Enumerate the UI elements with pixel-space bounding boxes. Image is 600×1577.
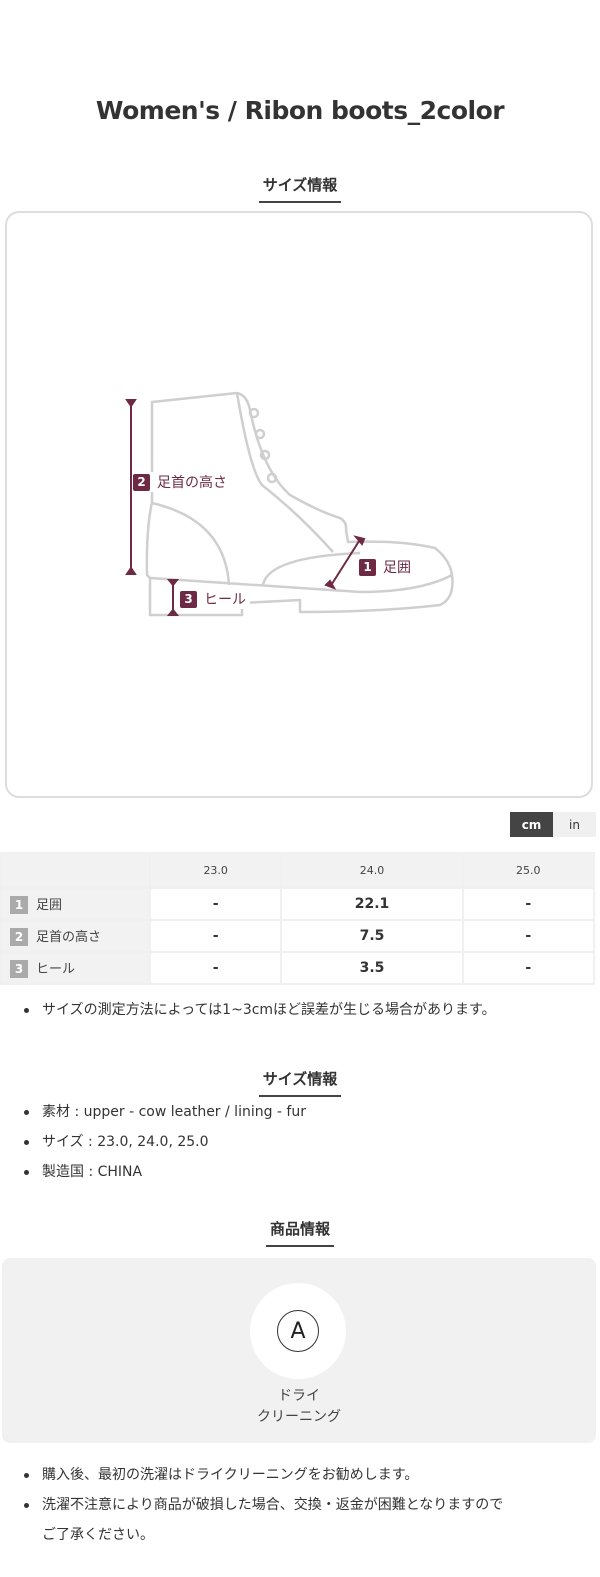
table-cell: - [148, 951, 283, 985]
list-item-continuation: ご了承ください。 [42, 1527, 154, 1543]
row-number-badge: 3 [10, 960, 28, 978]
page-title: Women's / Ribon boots_2color [95, 96, 505, 125]
size-note-list: サイズの測定方法によっては1~3cmほど誤差が生じる場合があります。 [22, 995, 496, 1025]
table-row: 2 足首の高さ - 7.5 - [0, 919, 596, 953]
product-section-heading: 商品情報 [0, 1218, 600, 1247]
table-cell: - [461, 887, 596, 921]
care-symbol-circle: A [250, 1283, 346, 1379]
list-item: サイズ : 23.0, 24.0, 25.0 [22, 1127, 306, 1157]
table-header-row: 23.0 24.0 25.0 [0, 852, 596, 889]
care-label: ドライ クリーニング [257, 1388, 341, 1425]
table-row: 1 足囲 - 22.1 - [0, 887, 596, 921]
table-cell: 3.5 [280, 951, 464, 985]
table-cell: - [461, 951, 596, 985]
table-cell: 7.5 [280, 919, 464, 953]
dry-clean-icon: A [277, 1310, 319, 1352]
table-cell: - [148, 919, 283, 953]
row-label: 足囲 [36, 898, 63, 913]
list-item: 素材 : upper - cow leather / lining - fur [22, 1097, 306, 1127]
size-table: 23.0 24.0 25.0 1 足囲 - 22.1 - 2 足首の高さ - 7.5… [0, 852, 596, 985]
unit-toggle: cm in [510, 812, 596, 837]
unit-cm-button[interactable]: cm [510, 812, 553, 837]
info-list: 素材 : upper - cow leather / lining - fur … [22, 1097, 306, 1187]
table-cell: - [461, 919, 596, 953]
row-number-badge: 2 [10, 928, 28, 946]
size-diagram [5, 211, 593, 798]
row-number-badge: 1 [10, 896, 28, 914]
list-item: 製造国 : CHINA [22, 1157, 306, 1187]
product-notes-list: 購入後、最初の洗濯はドライクリーニングをお勧めします。 洗濯不注意により商品が破… [22, 1460, 503, 1550]
column-header: 24.0 [280, 852, 464, 889]
info-section-heading: サイズ情報 [0, 1068, 600, 1097]
boot-illustration [125, 391, 454, 617]
table-cell: - [148, 887, 283, 921]
unit-in-button[interactable]: in [553, 812, 596, 837]
list-item: 購入後、最初の洗濯はドライクリーニングをお勧めします。 [22, 1460, 503, 1490]
list-item: サイズの測定方法によっては1~3cmほど誤差が生じる場合があります。 [22, 995, 496, 1025]
column-header: 23.0 [148, 852, 283, 889]
table-cell: 22.1 [280, 887, 464, 921]
size-section-heading: サイズ情報 [0, 174, 600, 203]
table-row: 3 ヒール - 3.5 - [0, 951, 596, 985]
row-label: ヒール [36, 962, 76, 977]
row-label: 足首の高さ [36, 930, 102, 945]
care-instructions-panel: A ドライ クリーニング [2, 1258, 596, 1443]
list-item: 洗濯不注意により商品が破損した場合、交換・返金が困難となりますので [22, 1490, 503, 1520]
column-header: 25.0 [461, 852, 596, 889]
